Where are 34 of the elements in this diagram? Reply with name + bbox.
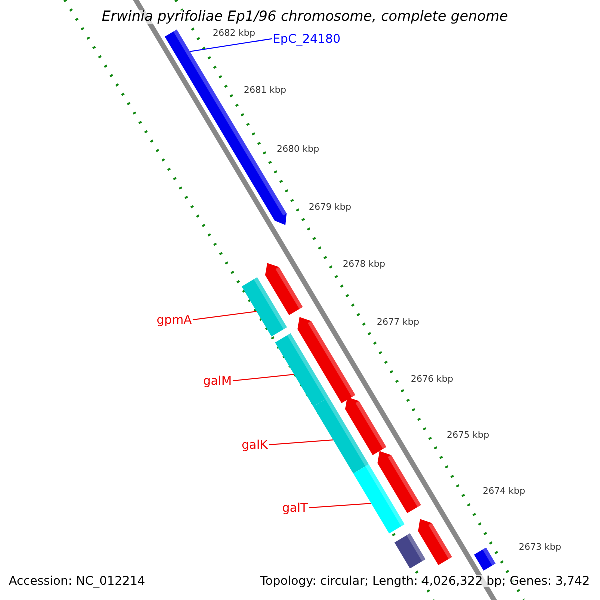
- leader-line: [308, 503, 372, 508]
- gene-bar: [418, 519, 452, 566]
- leader-line: [268, 440, 334, 446]
- leader-line: [192, 311, 258, 320]
- scale-label: 2674 kbp: [483, 488, 526, 497]
- scale-label: 2682 kbp: [213, 30, 256, 39]
- gene-bar: [354, 464, 405, 534]
- gene-label: galM: [203, 375, 232, 387]
- gene-label: EpC_24180: [273, 33, 341, 45]
- gene-label: galT: [282, 502, 308, 514]
- leader-line: [232, 374, 295, 382]
- gene-bar: [242, 278, 288, 337]
- scale-label: 2680 kbp: [277, 146, 320, 155]
- gene-bar: [275, 334, 329, 407]
- gene-bar: [378, 451, 422, 514]
- gene-label: gpmA: [156, 314, 192, 326]
- scale-label: 2679 kbp: [309, 204, 352, 213]
- genome-info-text: Topology: circular; Length: 4,026,322 bp; Genes: 3,742: [260, 575, 590, 587]
- title: Erwinia pyrifoliae Ep1/96 chromosome, complete genome: [102, 10, 508, 24]
- gene-label: galK: [242, 439, 268, 451]
- gene-bar: [265, 263, 303, 316]
- gene-bar: [394, 534, 426, 569]
- scale-label: 2678 kbp: [343, 261, 386, 270]
- scale-label: 2681 kbp: [244, 87, 286, 96]
- leader-line: [190, 38, 272, 52]
- scale-label: 2675 kbp: [447, 432, 490, 441]
- gene-bar: [345, 397, 387, 456]
- accession-text: Accession: NC_012214: [9, 575, 146, 587]
- scale-label: 2676 kbp: [411, 376, 454, 385]
- scale-label: 2677 kbp: [377, 319, 420, 328]
- gene-bar: [314, 398, 369, 474]
- gene-bar: [298, 317, 356, 404]
- scale-label: 2673 kbp: [519, 544, 562, 553]
- gene-bar: [474, 548, 496, 571]
